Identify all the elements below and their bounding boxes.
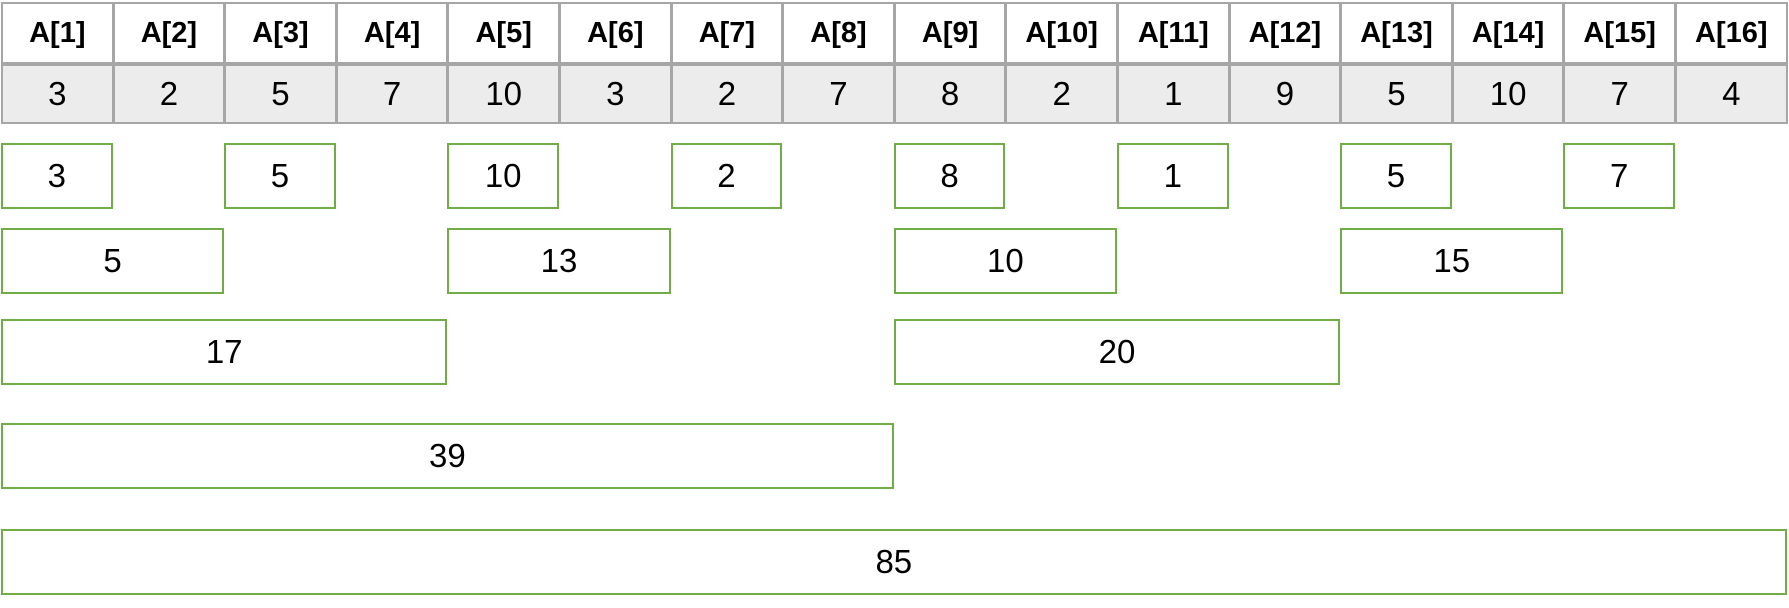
array-value-cell: 7 — [1563, 64, 1676, 124]
array-index-header: A[10] — [1005, 2, 1118, 64]
tree-node-box: 2 — [670, 143, 783, 209]
array-index-header: A[8] — [782, 2, 895, 64]
array-value-cell: 5 — [224, 64, 337, 124]
array-value-cell: 9 — [1228, 64, 1342, 124]
array-index-header: A[3] — [224, 2, 337, 64]
array-index-header: A[13] — [1340, 2, 1453, 64]
array-value-cell: 5 — [1340, 64, 1453, 124]
array-index-header: A[15] — [1563, 2, 1676, 64]
tree-node-box: 5 — [1, 228, 225, 294]
array-index-header: A[4] — [335, 2, 449, 64]
tree-node-box: 20 — [893, 319, 1341, 385]
array-index-header: A[6] — [559, 2, 672, 64]
tree-node-box: 39 — [1, 423, 894, 489]
array-index-header: A[1] — [1, 2, 114, 64]
tree-node-box: 1 — [1117, 143, 1229, 209]
array-value-cell: 2 — [1005, 64, 1118, 124]
array-index-header: A[5] — [447, 2, 560, 64]
array-value-cell: 7 — [782, 64, 895, 124]
tree-node-box: 8 — [893, 143, 1006, 209]
tree-node-box: 13 — [447, 228, 671, 294]
tree-node-box: 5 — [224, 143, 336, 209]
array-index-header: A[7] — [670, 2, 784, 64]
tree-node-box: 85 — [1, 529, 1787, 595]
tree-node-box: 3 — [1, 143, 113, 209]
array-value-cell: 10 — [447, 64, 560, 124]
tree-node-box: 7 — [1563, 143, 1675, 209]
array-index-header: A[11] — [1117, 2, 1230, 64]
array-value-cell: 2 — [112, 64, 226, 124]
tree-node-box: 10 — [893, 228, 1117, 294]
array-value-cell: 1 — [1117, 64, 1230, 124]
array-value-cell: 2 — [670, 64, 784, 124]
array-value-cell: 3 — [1, 64, 114, 124]
array-value-cell: 3 — [559, 64, 672, 124]
tree-node-box: 17 — [1, 319, 448, 385]
tree-node-box: 10 — [447, 143, 559, 209]
tree-node-box: 5 — [1340, 143, 1452, 209]
array-index-header: A[16] — [1675, 2, 1788, 64]
array-index-header: A[14] — [1451, 2, 1565, 64]
array-value-cell: 10 — [1451, 64, 1565, 124]
array-value-cell: 8 — [893, 64, 1007, 124]
array-index-header: A[2] — [112, 2, 226, 64]
array-index-header: A[9] — [893, 2, 1007, 64]
array-index-header: A[12] — [1228, 2, 1342, 64]
array-value-cell: 4 — [1675, 64, 1788, 124]
tree-node-box: 15 — [1340, 228, 1564, 294]
array-value-cell: 7 — [335, 64, 449, 124]
